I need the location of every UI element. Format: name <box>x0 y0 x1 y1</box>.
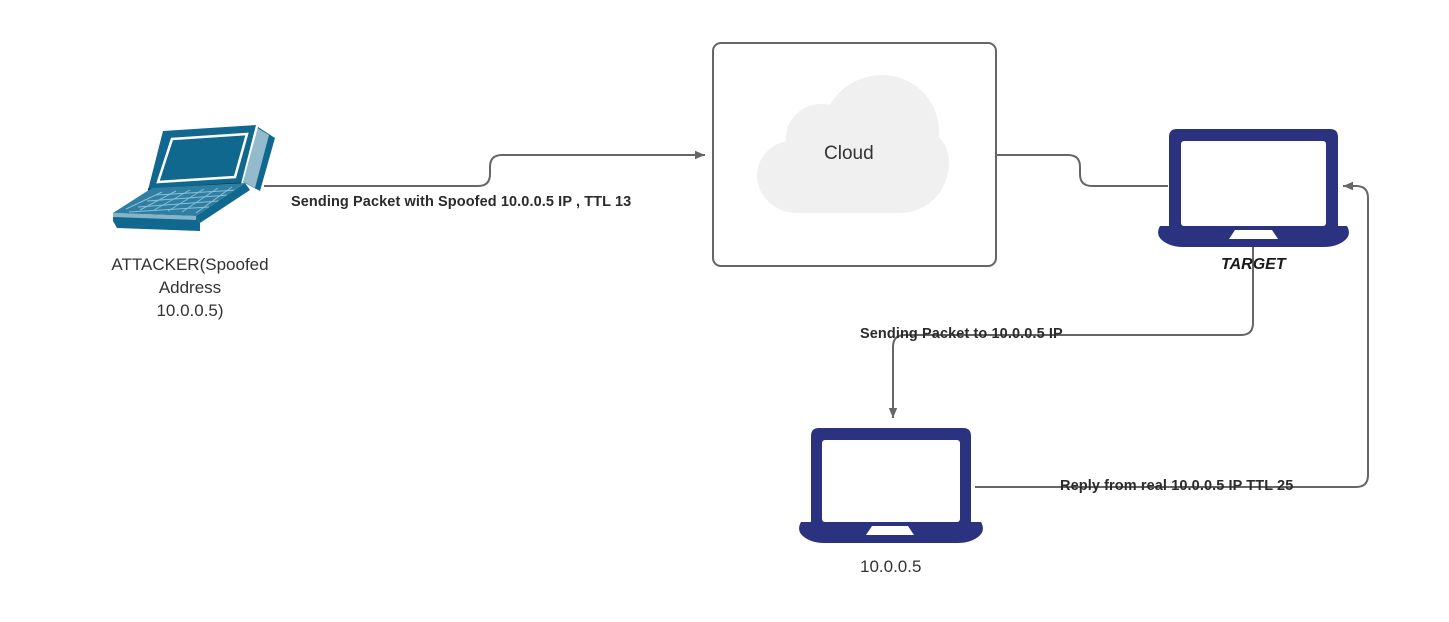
edge-attacker-to-cloud <box>264 150 705 187</box>
laptop-icon <box>1158 129 1349 247</box>
edge-label-victim-to-target: Reply from real 10.0.0.5 IP TTL 25 <box>1060 478 1294 494</box>
edge-label-target-to-victim: Sending Packet to 10.0.0.5 IP <box>860 326 1063 342</box>
edge-target-to-victim <box>888 238 1254 418</box>
cloud-icon <box>757 75 949 213</box>
cloud-label: Cloud <box>824 143 874 164</box>
attacker-label: ATTACKER(Spoofed Address 10.0.0.5) <box>111 255 269 320</box>
edge-victim-to-target <box>975 181 1369 488</box>
laptop-3d-icon <box>113 125 275 231</box>
target-label: TARGET <box>1221 256 1286 273</box>
laptop-icon <box>799 428 983 543</box>
victim-label: 10.0.0.5 <box>860 557 922 576</box>
edge-label-attacker-to-cloud: Sending Packet with Spoofed 10.0.0.5 IP … <box>291 194 632 210</box>
edge-cloud-to-target <box>996 154 1168 187</box>
